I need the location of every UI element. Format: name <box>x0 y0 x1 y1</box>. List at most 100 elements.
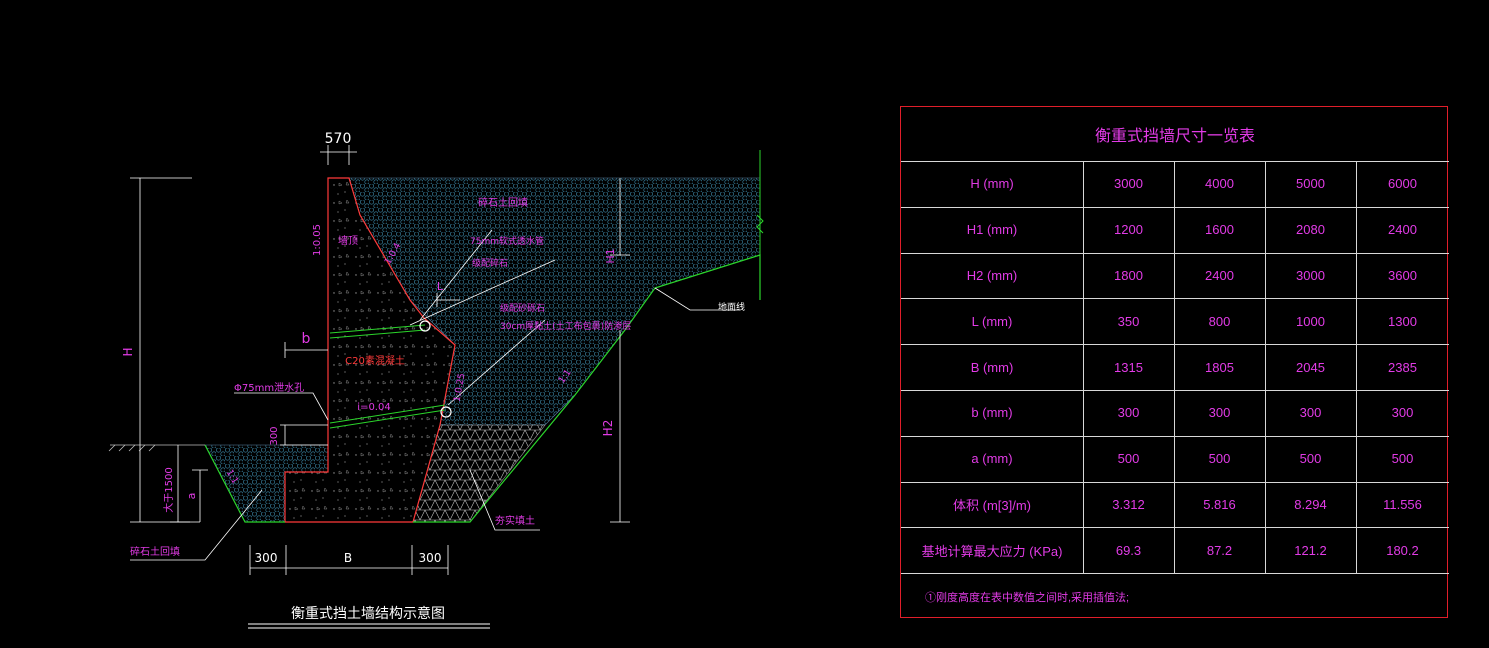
table-cell: 6000 <box>1388 176 1417 192</box>
table-cell: 1805 <box>1205 359 1234 375</box>
label-compact: 夯实填土 <box>495 514 535 527</box>
label-fill-bottom: 碎石土回填 <box>130 545 180 558</box>
table-row-label: a (mm) <box>971 451 1013 467</box>
table-cell: 2400 <box>1205 267 1234 283</box>
dim-H-label: H <box>121 347 135 356</box>
table-hline <box>901 573 1449 575</box>
table-cell: 300 <box>1391 405 1414 421</box>
slope-face-lower-label: 1:0.25 <box>453 373 468 403</box>
table-hline <box>901 161 1449 162</box>
table-cell: 2400 <box>1388 222 1417 238</box>
label-gravel1: 级配碎石 <box>472 257 508 269</box>
table-cell: 2080 <box>1296 222 1325 238</box>
table-cell: 350 <box>1117 313 1140 329</box>
table-hline <box>901 435 1449 437</box>
table-cell: 500 <box>1391 451 1414 467</box>
table-hline <box>901 390 1449 391</box>
ground-line-top <box>756 150 764 255</box>
label-geo: 30cm厚黏土(土工布包裹)防渗层 <box>500 320 631 332</box>
drain-layer-lower <box>329 404 446 429</box>
table-hline <box>901 527 1449 529</box>
ground-hatch <box>108 444 205 452</box>
table-cell: 300 <box>1117 405 1140 421</box>
table-vline <box>1083 161 1084 574</box>
table-cell: 5.816 <box>1203 496 1236 512</box>
table-row-label: H (mm) <box>970 176 1014 192</box>
table-cell: 1315 <box>1114 359 1143 375</box>
title-underline <box>248 623 490 629</box>
table-cell: 500 <box>1208 451 1231 467</box>
table-row-label: B (mm) <box>970 359 1014 375</box>
label-wall-top: 墙顶 <box>338 234 358 247</box>
table-title: 衡重式挡墙尺寸一览表 <box>1094 128 1255 145</box>
table-cell: 300 <box>1208 405 1231 421</box>
table-cell: 69.3 <box>1115 542 1142 558</box>
dim-300-left-label: 300 <box>255 551 278 565</box>
ground-line-left <box>204 444 285 523</box>
table-note: ①刚度高度在表中数值之间时,采用插值法; <box>925 592 1130 604</box>
label-slope-i: i=0.04 <box>357 402 390 413</box>
drain-pipe-lower <box>440 406 452 418</box>
dimension-table: 衡重式挡墙尺寸一览表 H (mm) 3000 4000 5000 6000 H1 (mm)… <box>900 106 1449 618</box>
dimension-lines <box>130 145 630 575</box>
label-drain-pipe: Φ75mm泄水孔 <box>234 381 304 394</box>
table-cell: 1000 <box>1296 313 1325 329</box>
table-cell: 800 <box>1208 313 1231 329</box>
label-fill-top: 碎石土回填 <box>478 196 528 209</box>
drain-pipe-upper <box>419 320 431 332</box>
table-cell: 2385 <box>1388 359 1417 375</box>
dim-depth-label: 大于1500 <box>162 467 175 512</box>
leader-lines <box>130 229 740 561</box>
label-pipe1: 75mm软式透水管 <box>470 235 544 247</box>
table-vline <box>1356 161 1357 574</box>
table-cell: 300 <box>1299 405 1322 421</box>
table-row-label: b (mm) <box>971 405 1013 421</box>
table-cell: 121.2 <box>1294 542 1327 558</box>
table-cell: 500 <box>1117 451 1140 467</box>
dim-top-label: 570 <box>325 131 352 147</box>
table-hline <box>901 481 1449 483</box>
table-cell: 4000 <box>1205 176 1234 192</box>
dim-H1-label: H1 <box>604 248 617 263</box>
table-hline <box>901 206 1449 208</box>
table-row-label: 体积 (m[3]/m) <box>953 497 1031 513</box>
table-cell: 3600 <box>1388 267 1417 283</box>
slope-back-label: 1:0.05 <box>312 224 323 256</box>
table-vline <box>1174 161 1175 574</box>
label-ground: 地面线 <box>718 301 745 313</box>
table-cell: 2045 <box>1296 359 1325 375</box>
dim-b-label: b <box>302 331 311 347</box>
label-gravel2: 级配砂砾石 <box>500 302 545 314</box>
drawing-title: 衡重式挡土墙结构示意图 <box>291 605 445 622</box>
table-row-label: L (mm) <box>971 313 1013 329</box>
table-cell: 180.2 <box>1386 542 1419 558</box>
table-cell: 8.294 <box>1294 496 1327 512</box>
label-c20: C20素混凝土 <box>345 354 405 367</box>
table-cell: 3000 <box>1296 267 1325 283</box>
table-cell: 3.312 <box>1112 496 1145 512</box>
dim-H2-label: H2 <box>601 420 615 437</box>
table-cell: 3000 <box>1114 176 1143 192</box>
table-hline <box>901 252 1449 254</box>
table-row-label: H1 (mm) <box>966 222 1018 238</box>
table-vline <box>1265 161 1266 574</box>
drain-layer-upper <box>329 324 426 339</box>
table-row-label: H2 (mm) <box>966 267 1018 283</box>
wall-body <box>284 177 456 523</box>
dim-B-label: B <box>344 551 352 565</box>
table-cell: 1800 <box>1114 267 1143 283</box>
table-cell: 5000 <box>1296 176 1325 192</box>
retaining-wall-drawing: 衡重式挡土墙结构示意图 570 300 B 300 b L H H1 H2 a … <box>108 131 764 629</box>
table-hline <box>901 344 1449 346</box>
dim-300-vert-label: 300 <box>269 426 280 445</box>
table-cell: 11.556 <box>1383 496 1422 512</box>
dim-300-right-label: 300 <box>419 551 442 565</box>
dim-a-label: a <box>185 493 198 500</box>
table-cell: 1300 <box>1388 313 1417 329</box>
table-cell: 1600 <box>1205 222 1234 238</box>
table-cell: 1200 <box>1114 222 1143 238</box>
table-hline <box>901 298 1449 300</box>
table-cell: 87.2 <box>1206 542 1233 558</box>
table-row-label: 基地计算最大应力 (KPa) <box>921 543 1063 559</box>
table-cell: 500 <box>1299 451 1322 467</box>
